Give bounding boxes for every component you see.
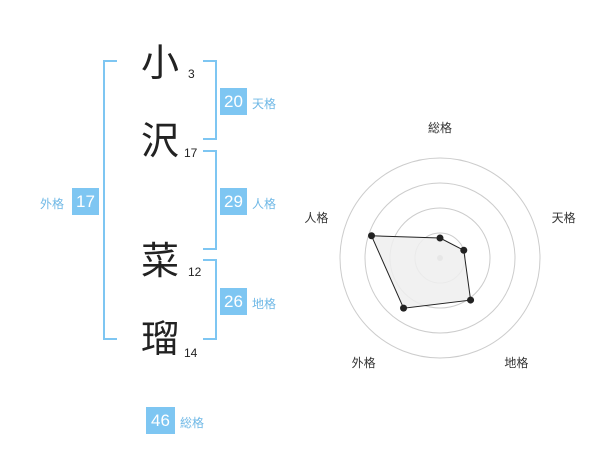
jinkaku-badge: 29: [220, 188, 247, 215]
radar-point: [400, 304, 408, 312]
chikaku-label: 地格: [252, 297, 277, 311]
soukaku-label: 総格: [180, 416, 205, 430]
jinkaku-label: 人格: [252, 197, 277, 211]
stroke-count-3: 12: [188, 265, 202, 279]
radar-grid-ring: [339, 157, 541, 359]
gaikaku-badge: 17: [72, 188, 99, 215]
radar-point: [436, 234, 444, 242]
kanji-1: 小: [141, 41, 180, 85]
radar-point: [460, 246, 468, 254]
chikaku-badge: 26: [220, 288, 247, 315]
soukaku-badge: 46: [146, 407, 175, 434]
radar-point: [467, 296, 475, 304]
kanji-4: 瑠: [141, 317, 180, 361]
radar-axis-label: 総格: [428, 120, 452, 135]
tenkaku-label: 天格: [252, 97, 277, 111]
radar-axis-label: 地格: [504, 355, 528, 370]
stroke-count-1: 3: [188, 67, 195, 81]
radar-area: [370, 235, 472, 309]
radar-points: [368, 232, 475, 312]
chikaku-bracket: [203, 259, 217, 340]
stroke-count-4: 14: [184, 346, 198, 360]
jinkaku-bracket: [203, 150, 217, 250]
stroke-count-2: 17: [184, 146, 198, 160]
radar-axis-label: 外格: [352, 355, 376, 370]
kanji-2: 沢: [141, 119, 180, 163]
radar-axis-label: 人格: [304, 210, 328, 225]
radar-point: [368, 232, 376, 240]
tenkaku-bracket: [203, 60, 217, 140]
radar-axis-label: 天格: [552, 210, 576, 225]
radar-grid-ring: [364, 182, 516, 334]
kanji-3: 菜: [141, 239, 180, 283]
tenkaku-badge: 20: [220, 88, 247, 115]
gaikaku-label: 外格: [40, 197, 65, 211]
gaikaku-bracket: [103, 60, 117, 340]
